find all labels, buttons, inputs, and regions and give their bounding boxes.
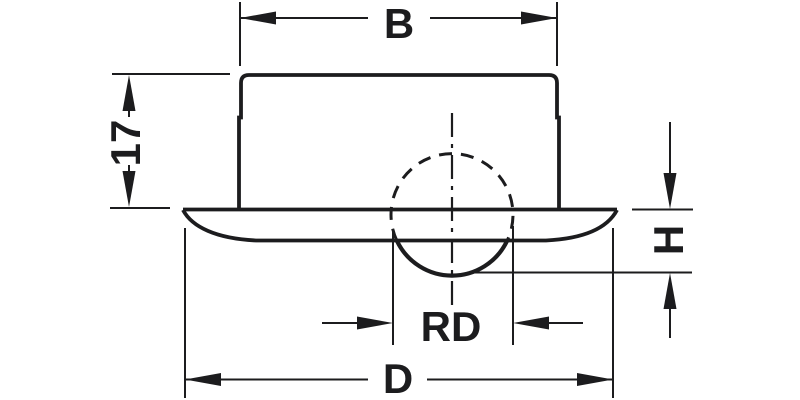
dim-b-label: B	[384, 0, 414, 47]
drill-hole-solid-arc	[395, 240, 509, 278]
drill-hole-dashed-arc	[389, 152, 515, 242]
flange-underside-path	[181, 209, 619, 243]
dim-d-arrowhead-left	[185, 373, 221, 386]
dim-rd-arrowhead-right	[357, 316, 393, 330]
cap-body-path	[237, 73, 561, 209]
dim-b-arrowhead-left	[240, 11, 276, 25]
dimension-17: 17	[102, 73, 230, 209]
dim-b-arrowhead-right	[521, 11, 557, 25]
cap-body-outline	[237, 73, 561, 209]
dimension-h: H	[467, 122, 693, 338]
dim-d-label: D	[383, 355, 413, 400]
dim-17-arrowhead-up	[122, 75, 136, 111]
dim-h-label: H	[645, 225, 692, 255]
dimension-rd: RD	[322, 226, 583, 350]
dim-17-label: 17	[102, 120, 149, 167]
drill-hole-circle	[389, 152, 515, 278]
dim-h-arrowhead-down	[663, 173, 677, 209]
dim-h-arrowhead-up	[663, 273, 677, 309]
dim-d-arrowhead-right	[577, 373, 613, 386]
dimension-b: B	[239, 0, 558, 66]
dimension-d: D	[184, 228, 614, 400]
dim-17-arrowhead-down	[122, 171, 136, 207]
dim-rd-arrowhead-left	[513, 316, 549, 330]
flange-outline	[181, 207, 619, 243]
dim-rd-label: RD	[421, 303, 482, 350]
